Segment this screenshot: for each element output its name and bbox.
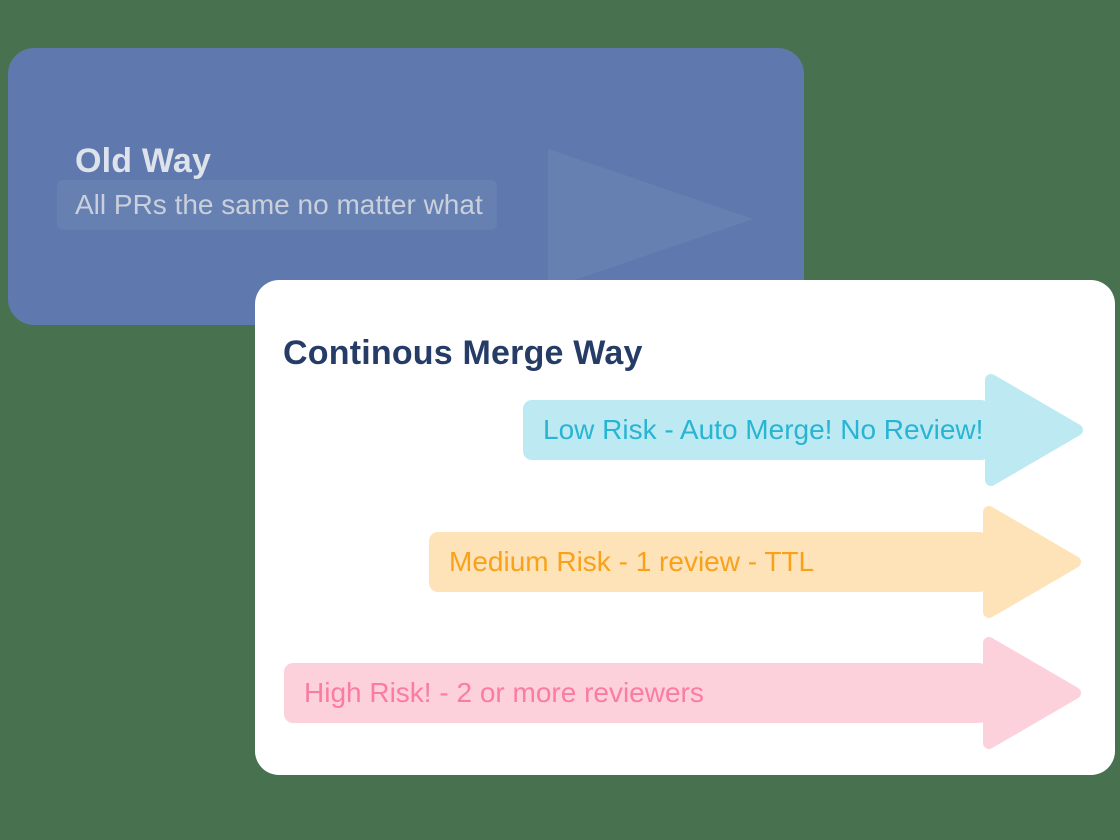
continuous-merge-card: Continous Merge Way Low Risk - Auto Merg… [255, 280, 1115, 775]
low-risk-label: Low Risk - Auto Merge! No Review! [543, 414, 984, 445]
ghost-arrow-icon [548, 149, 753, 289]
arrow-head-icon [983, 637, 1081, 749]
old-way-subtitle: All PRs the same no matter what [75, 189, 483, 220]
old-way-subtitle-box: All PRs the same no matter what [57, 180, 497, 230]
high-risk-arrow-body: High Risk! - 2 or more reviewers [284, 663, 988, 723]
old-way-card: Old Way All PRs the same no matter what [8, 48, 804, 325]
arrow-head-icon [985, 374, 1083, 486]
arrow-head-icon [983, 506, 1081, 618]
medium-risk-label: Medium Risk - 1 review - TTL [449, 546, 815, 577]
high-risk-label: High Risk! - 2 or more reviewers [304, 677, 704, 708]
low-risk-arrow-body: Low Risk - Auto Merge! No Review! [523, 400, 990, 460]
continuous-merge-title: Continous Merge Way [283, 334, 643, 372]
old-way-title: Old Way [75, 142, 212, 180]
medium-risk-arrow-body: Medium Risk - 1 review - TTL [429, 532, 988, 592]
